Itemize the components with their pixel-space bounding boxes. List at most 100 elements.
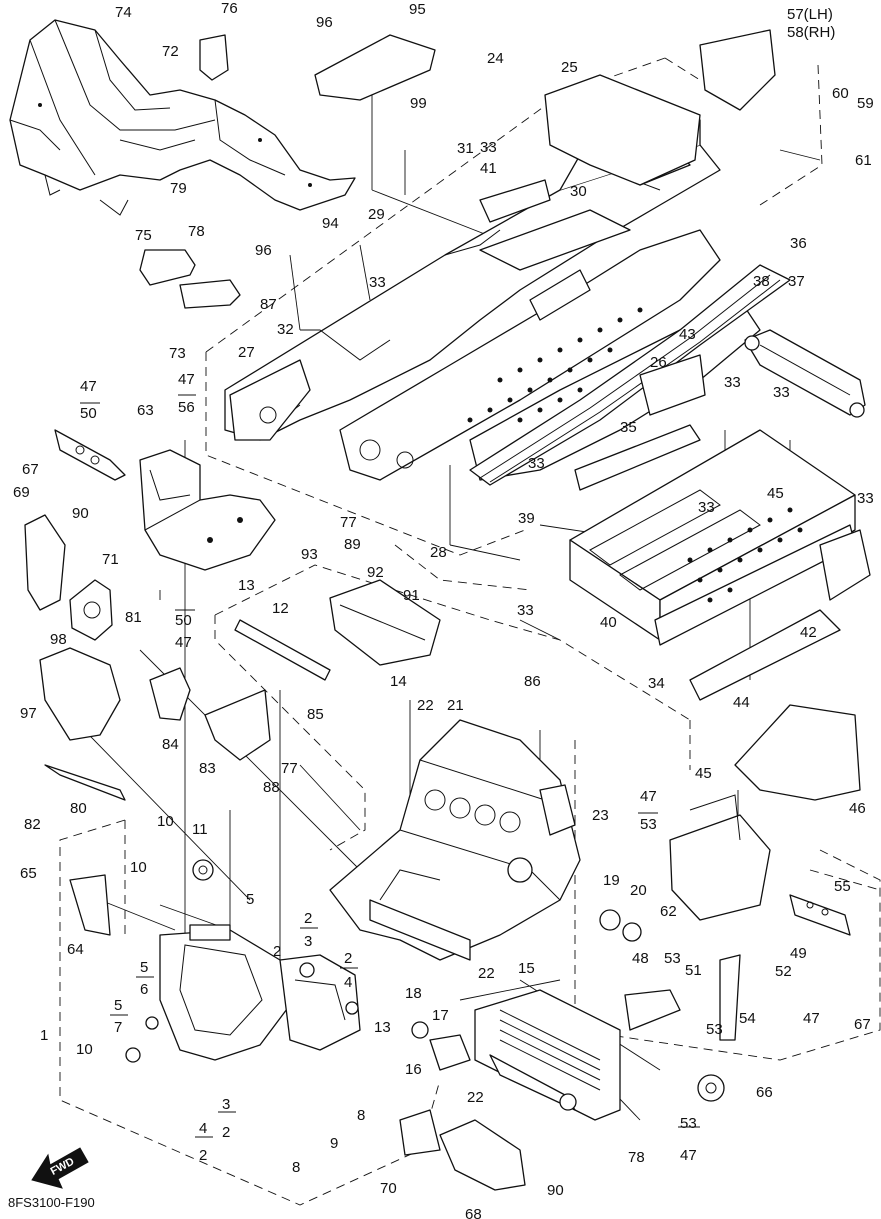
callout-52: 52 xyxy=(775,963,792,980)
callout-17: 17 xyxy=(432,1007,449,1024)
callout-45: 45 xyxy=(695,765,712,782)
callout-4: 4 xyxy=(199,1120,207,1137)
callout-72: 72 xyxy=(162,43,179,60)
right-lower-parts xyxy=(399,704,861,1191)
callout-64: 64 xyxy=(67,941,84,958)
callout-39: 39 xyxy=(518,510,535,527)
callout-63: 63 xyxy=(137,402,154,419)
callout-81: 81 xyxy=(125,609,142,626)
callout-89: 89 xyxy=(344,536,361,553)
callout-87: 87 xyxy=(260,296,277,313)
callout-21: 21 xyxy=(447,697,464,714)
callout-90: 90 xyxy=(547,1182,564,1199)
callout-53: 53 xyxy=(706,1021,723,1038)
callout-60: 60 xyxy=(832,85,849,102)
callout-69: 69 xyxy=(13,484,30,501)
callout-32: 32 xyxy=(277,321,294,338)
callout-79: 79 xyxy=(170,180,187,197)
callout-86: 86 xyxy=(524,673,541,690)
callout-76: 76 xyxy=(221,0,238,17)
callout-5: 5 xyxy=(246,891,254,908)
callout-48: 48 xyxy=(632,950,649,967)
callout-67: 67 xyxy=(854,1016,871,1033)
callout-3: 3 xyxy=(304,933,312,950)
callout-34: 34 xyxy=(648,675,665,692)
callout-68: 68 xyxy=(465,1206,482,1219)
front-bulkhead-assembly xyxy=(125,859,361,1063)
callout-53: 53 xyxy=(680,1115,697,1132)
callout-55: 55 xyxy=(834,878,851,895)
rear-panel-holes xyxy=(687,507,803,603)
callout-99: 99 xyxy=(410,95,427,112)
callout-10: 10 xyxy=(76,1041,93,1058)
callout-28: 28 xyxy=(430,544,447,561)
callout-41: 41 xyxy=(480,160,497,177)
callout-54: 54 xyxy=(739,1010,756,1027)
callout-20: 20 xyxy=(630,882,647,899)
callout-83: 83 xyxy=(199,760,216,777)
callout-2: 2 xyxy=(344,950,352,967)
callout-47: 47 xyxy=(178,371,195,388)
callout-62: 62 xyxy=(660,903,677,920)
left-side-parts xyxy=(24,429,271,936)
callout-9: 9 xyxy=(330,1135,338,1152)
callout-57: 57(LH) xyxy=(787,6,833,23)
callout-84: 84 xyxy=(162,736,179,753)
callout-2: 2 xyxy=(304,910,312,927)
callout-23: 23 xyxy=(592,807,609,824)
callout-47: 47 xyxy=(803,1010,820,1027)
callout-2: 2 xyxy=(199,1147,207,1164)
callout-75: 75 xyxy=(135,227,152,244)
callout-33: 33 xyxy=(517,602,534,619)
callout-10: 10 xyxy=(130,859,147,876)
callout-56: 56 xyxy=(178,399,195,416)
callout-85: 85 xyxy=(307,706,324,723)
radiator-fins xyxy=(499,1009,601,1091)
callout-22: 22 xyxy=(478,965,495,982)
callout-96: 96 xyxy=(316,14,333,31)
callout-40: 40 xyxy=(600,614,617,631)
callout-47: 47 xyxy=(80,378,97,395)
callout-50: 50 xyxy=(175,612,192,629)
callout-13: 13 xyxy=(238,577,255,594)
callout-45: 45 xyxy=(767,485,784,502)
callout-3: 3 xyxy=(222,1096,230,1113)
callout-33: 33 xyxy=(724,374,741,391)
callout-97: 97 xyxy=(20,705,37,722)
callout-90: 90 xyxy=(72,505,89,522)
callout-22: 22 xyxy=(467,1089,484,1106)
rear-rail-assembly xyxy=(314,29,866,418)
callout-92: 92 xyxy=(367,564,384,581)
callout-49: 49 xyxy=(790,945,807,962)
callout-14: 14 xyxy=(390,673,407,690)
callout-50: 50 xyxy=(80,405,97,422)
callout-88: 88 xyxy=(263,779,280,796)
callout-42: 42 xyxy=(800,624,817,641)
callout-29: 29 xyxy=(368,206,385,223)
callout-59: 59 xyxy=(857,95,874,112)
callout-93: 93 xyxy=(301,546,318,563)
callout-underlines xyxy=(80,394,700,1138)
callout-12: 12 xyxy=(272,600,289,617)
callout-31: 31 xyxy=(457,140,474,157)
diagram-part-code: 8FS3100-F190 xyxy=(8,1195,95,1210)
callout-77: 77 xyxy=(340,514,357,531)
callout-37: 37 xyxy=(788,273,805,290)
callout-53: 53 xyxy=(664,950,681,967)
callout-33: 33 xyxy=(698,499,715,516)
callout-38: 38 xyxy=(753,273,770,290)
callout-22: 22 xyxy=(417,697,434,714)
callout-5: 5 xyxy=(114,997,122,1014)
callout-58: 58(RH) xyxy=(787,24,835,41)
callout-77: 77 xyxy=(281,760,298,777)
callout-13: 13 xyxy=(374,1019,391,1036)
callout-15: 15 xyxy=(518,960,535,977)
callout-25: 25 xyxy=(561,59,578,76)
callout-33: 33 xyxy=(773,384,790,401)
rear-tunnel-panel xyxy=(569,354,871,701)
callout-47: 47 xyxy=(640,788,657,805)
callout-33: 33 xyxy=(528,455,545,472)
lower-chassis-frame xyxy=(329,719,581,961)
steering-bracket xyxy=(139,449,276,571)
